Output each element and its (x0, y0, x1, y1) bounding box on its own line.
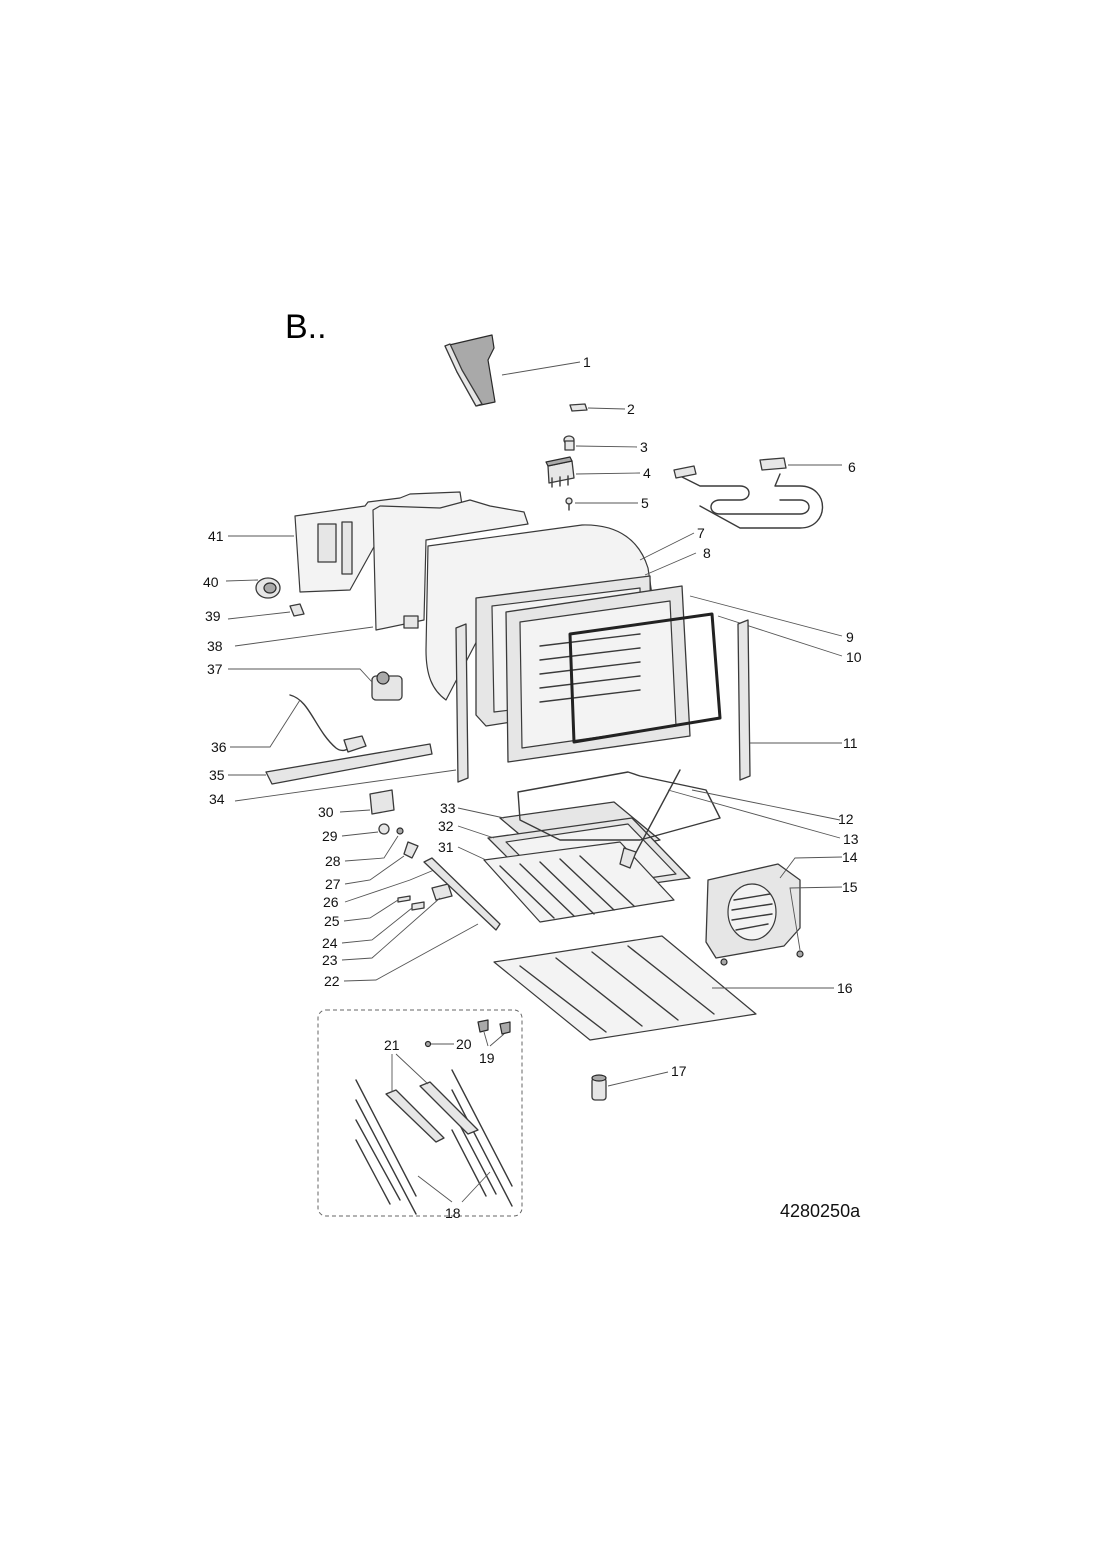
part-20-screw (424, 1040, 454, 1048)
callout-38: 38 (207, 638, 223, 654)
section-label: B.. (285, 308, 327, 346)
callout-23: 23 (322, 952, 338, 968)
part-13-probe (619, 769, 841, 869)
part-12-heating-ring (517, 771, 841, 841)
part-35-bottom-trim (228, 743, 433, 785)
part-40-fan-motor (225, 577, 281, 599)
callout-7: 7 (697, 525, 705, 541)
callout-25: 25 (324, 913, 340, 929)
callout-19: 19 (479, 1050, 495, 1066)
part-24-spacer (341, 901, 425, 944)
part-18-side-racks (355, 1069, 513, 1215)
part-29-washer (341, 823, 390, 837)
part-34-left-rail (234, 623, 469, 802)
part-28-nut (344, 827, 404, 862)
part-37-lamp (228, 668, 403, 701)
callout-11: 11 (843, 735, 858, 751)
callout-31: 31 (438, 839, 454, 855)
part-39-fan-hub (227, 603, 305, 620)
part-6-grill-element (673, 457, 842, 529)
part-3-lamp-holder (563, 435, 638, 451)
drawing-number: 4280250a (780, 1201, 861, 1221)
part-14-fan-cover (705, 856, 843, 959)
callout-15: 15 (842, 879, 858, 895)
part-9-front-frame (505, 585, 843, 763)
callout-12: 12 (838, 811, 854, 827)
callout-27: 27 (325, 876, 341, 892)
callout-18: 18 (445, 1205, 461, 1221)
callout-34: 34 (209, 791, 225, 807)
callout-37: 37 (207, 661, 223, 677)
optional-parts-group (317, 1009, 523, 1217)
part-22-hinge-arm (343, 857, 501, 982)
part-38-insulation (234, 499, 529, 647)
part-11-right-rail (737, 619, 842, 781)
callout-14: 14 (842, 849, 858, 865)
callout-10: 10 (846, 649, 862, 665)
callout-22: 22 (324, 973, 340, 989)
part-30-bracket (339, 789, 395, 815)
callout-5: 5 (641, 495, 649, 511)
callout-2: 2 (627, 401, 635, 417)
callout-17: 17 (671, 1063, 687, 1079)
callout-41: 41 (208, 528, 224, 544)
part-25-screw (343, 895, 411, 922)
part-4-switch-block (545, 456, 641, 488)
callout-1: 1 (583, 354, 591, 370)
callout-4: 4 (643, 465, 651, 481)
part-36-cable (230, 694, 367, 753)
callout-6: 6 (848, 459, 856, 475)
callout-26: 26 (323, 894, 339, 910)
part-15-screws (720, 886, 843, 966)
callout-35: 35 (209, 767, 225, 783)
callout-32: 32 (438, 818, 454, 834)
callout-29: 29 (322, 828, 338, 844)
part-16-bottom-panel (493, 935, 834, 1041)
part-1-top-bracket (444, 334, 581, 407)
part-5-screw (565, 497, 638, 511)
callout-16: 16 (837, 980, 853, 996)
part-2-clip (569, 403, 626, 412)
part-27-knob-spindle (344, 841, 419, 885)
part-23-lever (341, 883, 453, 961)
callout-33: 33 (440, 800, 456, 816)
part-10-door-gasket (568, 612, 843, 744)
part-21-telescopic-runners (385, 1053, 479, 1143)
callout-39: 39 (205, 608, 221, 624)
callout-13: 13 (843, 831, 859, 847)
callout-labels: 1 2 3 4 5 6 7 8 9 10 11 12 13 14 15 16 1… (203, 354, 862, 1221)
callout-40: 40 (203, 574, 219, 590)
callout-3: 3 (640, 439, 648, 455)
callout-8: 8 (703, 545, 711, 561)
callout-21: 21 (384, 1037, 400, 1053)
callout-24: 24 (322, 935, 338, 951)
callout-28: 28 (325, 853, 341, 869)
part-26-pin (344, 869, 435, 903)
callout-20: 20 (456, 1036, 472, 1052)
part-19-clips (477, 1019, 511, 1047)
callout-9: 9 (846, 629, 854, 645)
callout-36: 36 (211, 739, 227, 755)
part-17-foot (591, 1071, 669, 1101)
callout-30: 30 (318, 804, 334, 820)
